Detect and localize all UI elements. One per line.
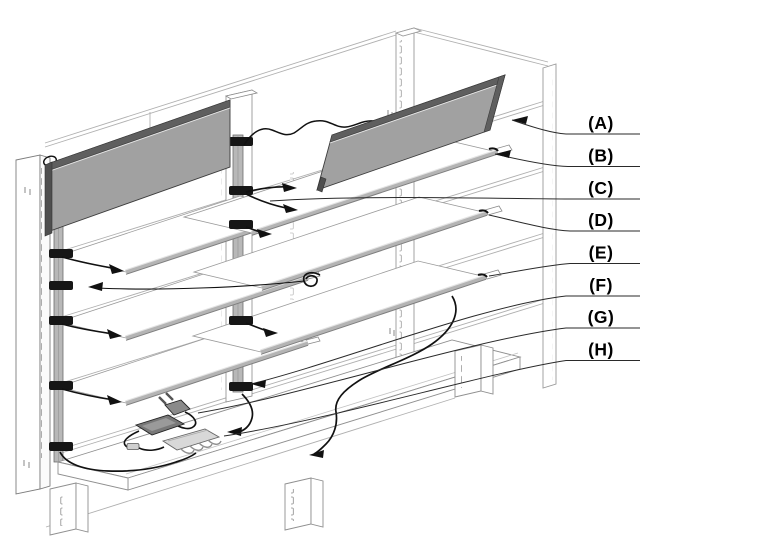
callout-label-B: (B) [588, 146, 614, 166]
leader-E [488, 263, 640, 277]
base-leg [49, 482, 89, 536]
leader-H [223, 360, 640, 437]
leader-C [269, 197, 640, 202]
shelf-light-bars [125, 209, 309, 406]
base-leg [284, 477, 324, 531]
power-cables [59, 295, 457, 473]
leader-G [197, 327, 640, 414]
callout-leaders [197, 119, 640, 437]
slot-track-middle [290, 172, 297, 300]
sign-panel-left [44, 99, 231, 237]
callout-label-E: (E) [589, 243, 614, 263]
callout-label-H: (H) [588, 340, 614, 360]
callout-label-C: (C) [588, 178, 614, 198]
callout-labels: (A) (B) (C) (D) (E) (F) (G) (H) [588, 113, 615, 360]
leader-A [511, 119, 640, 135]
right-end-upright [542, 63, 557, 389]
shelf-light-bars [251, 149, 498, 355]
cable-splitter [161, 428, 222, 454]
coiled-cable [302, 271, 321, 288]
slot-track [41, 168, 48, 458]
cable-arrowheads [88, 183, 298, 405]
left-bay-shelves [56, 195, 321, 406]
callout-label-A: (A) [588, 113, 614, 133]
callout-label-F: (F) [589, 275, 613, 295]
power-brick [123, 414, 186, 452]
callout-label-G: (G) [588, 307, 615, 327]
sign-panel-right [316, 74, 506, 193]
bar-end-connectors [477, 147, 499, 278]
callout-label-D: (D) [588, 210, 614, 230]
power-supply-unit [123, 392, 222, 454]
cable-clips [49, 137, 253, 451]
left-upright [15, 154, 64, 495]
slot-track [546, 74, 553, 380]
leader-D [488, 214, 640, 232]
leader-F [250, 295, 640, 385]
leader-B [494, 153, 640, 167]
power-plug [158, 392, 197, 430]
leader-arrowheads [251, 116, 528, 388]
base-leg [454, 344, 494, 398]
